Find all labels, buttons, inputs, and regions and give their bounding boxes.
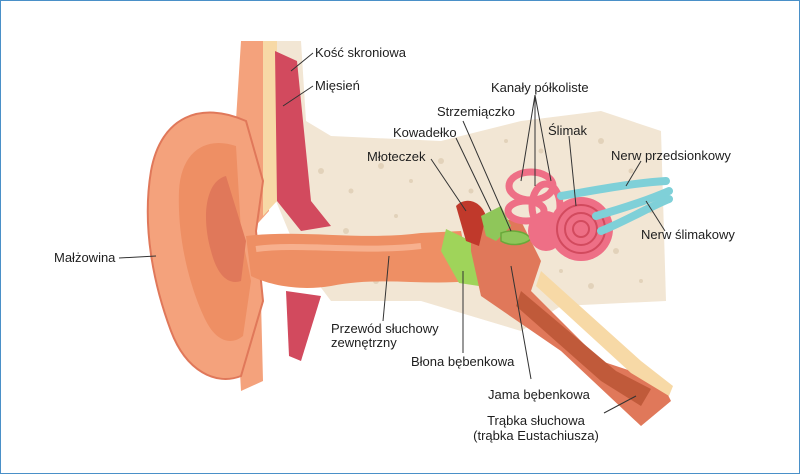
pinna-fold	[206, 176, 246, 282]
label-eustachian-line2: (trąbka Eustachiusza)	[473, 428, 599, 443]
label-muscle: Mięsień	[315, 78, 360, 93]
muscle-lower	[286, 291, 321, 361]
label-ear-canal-line2: zewnętrzny	[331, 335, 397, 350]
leader-lines	[118, 52, 666, 414]
ear-canal-tube	[246, 231, 471, 288]
nerve-bundle	[557, 177, 673, 235]
label-ear-canal-line1: Przewód słuchowy	[331, 321, 439, 336]
malleus-shape	[456, 200, 486, 246]
ear-canal-highlight	[255, 243, 422, 252]
eustachian-outer	[536, 271, 673, 396]
eardrum-shape	[441, 229, 479, 286]
label-incus: Kowadełko	[393, 125, 457, 140]
label-semicircular-canals: Kanały półkoliste	[491, 80, 589, 95]
muscle-band	[275, 51, 331, 231]
label-cochlea: Ślimak	[548, 123, 588, 138]
label-vestibular-nerve: Nerw przedsionkowy	[611, 148, 731, 163]
label-temporal-bone: Kość skroniowa	[315, 45, 407, 60]
label-cochlear-nerve: Nerw ślimakowy	[641, 227, 735, 242]
label-eardrum: Błona bębenkowa	[411, 354, 515, 369]
label-stapes: Strzemiączko	[437, 104, 516, 119]
label-eustachian-line1: Trąbka słuchowa	[487, 413, 585, 428]
label-malleus: Młoteczek	[367, 149, 426, 164]
label-tympanic-cavity: Jama bębenkowa	[488, 387, 590, 402]
label-pinna: Małżowina	[54, 250, 116, 265]
cartilage-strip	[263, 41, 277, 216]
eustachian-inner	[516, 291, 651, 406]
tympanic-cavity-shape	[471, 216, 671, 426]
